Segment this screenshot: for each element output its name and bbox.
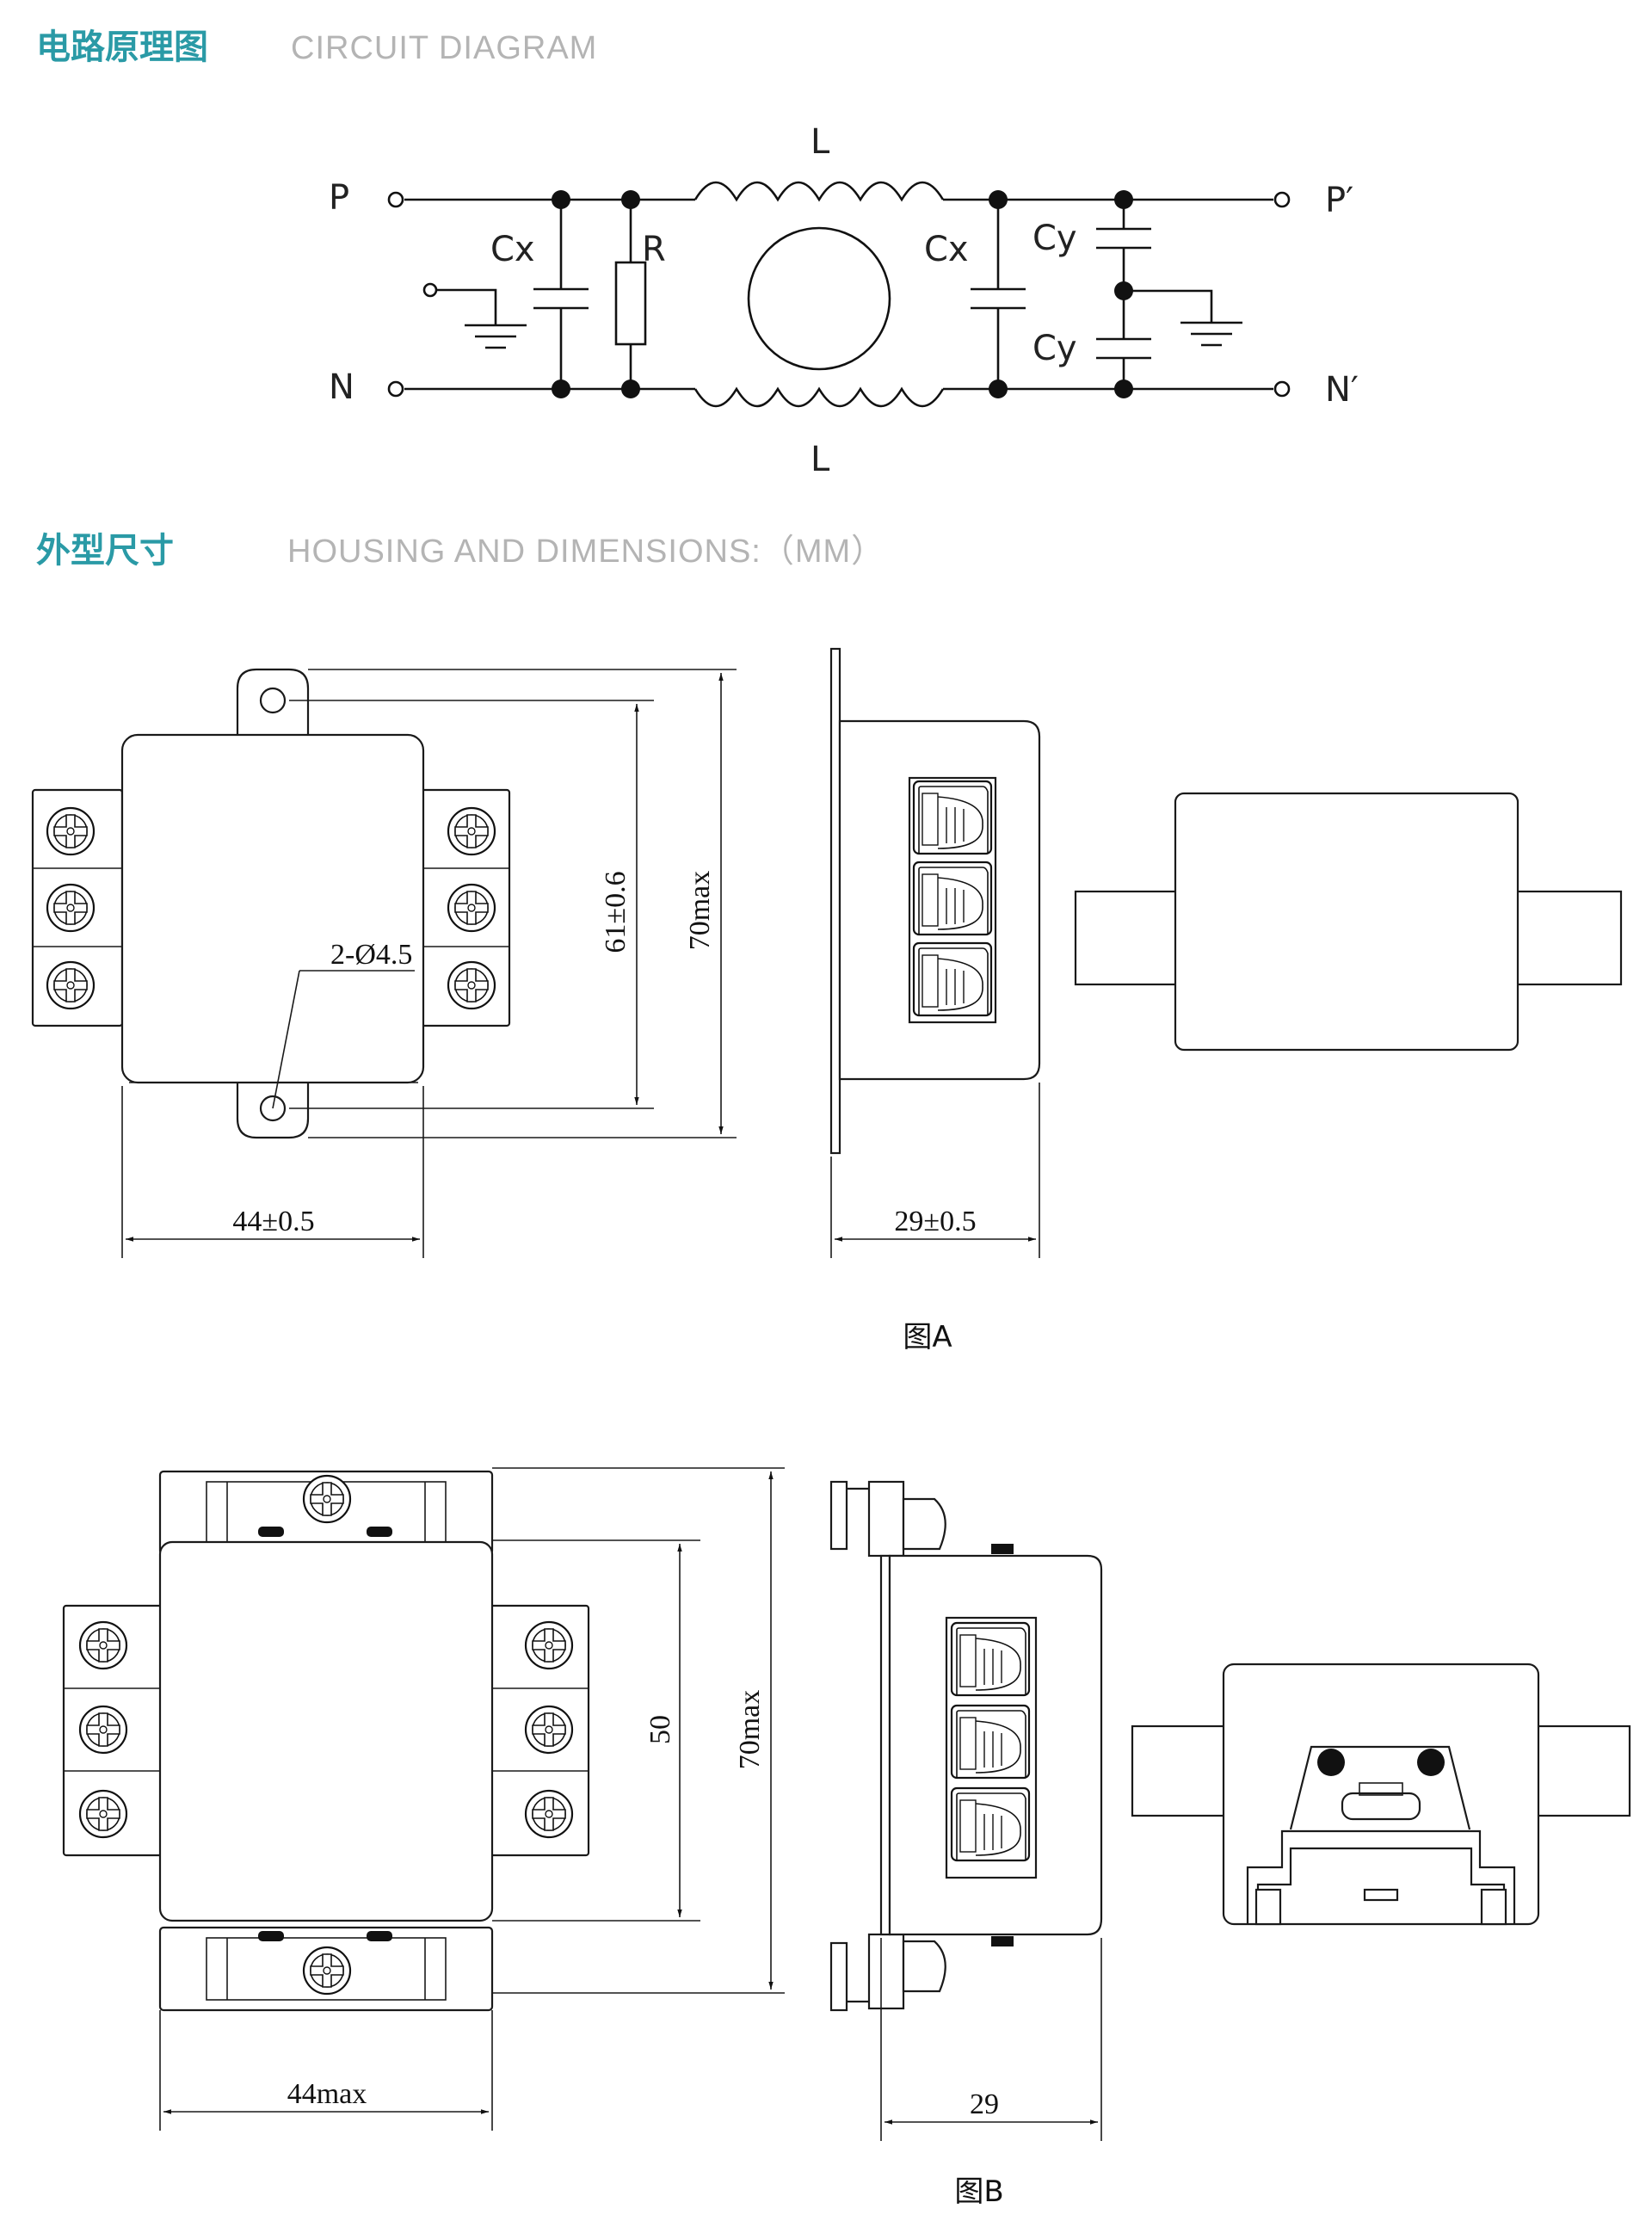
junction-dots	[552, 190, 1133, 398]
caption-figure-a: 图A	[903, 1320, 952, 1354]
choke-core	[747, 226, 891, 371]
top-rail-wire	[404, 181, 1273, 202]
resistor-r	[614, 200, 647, 389]
hole-label: 2-Ø4.5	[330, 939, 412, 971]
figure-b-end-view	[1131, 1663, 1631, 1926]
terminal-n	[387, 380, 404, 398]
label-n: N	[329, 367, 354, 407]
label-n-out: N′	[1325, 370, 1359, 410]
figure-a-end-view	[1074, 792, 1623, 1052]
label-p-out: P′	[1325, 181, 1353, 220]
figure-b-height-dims: 50 70max	[492, 1467, 785, 1994]
dim-depth-b: 29	[970, 2088, 999, 2120]
label-l-top: L	[811, 122, 830, 162]
dim-height-b: 70max	[734, 1690, 766, 1770]
label-cy-bottom: Cy	[1032, 329, 1077, 368]
figure-a-height-dims: 61±0.6 70max	[289, 669, 737, 1138]
dim-hole-pitch: 61±0.6	[600, 871, 632, 953]
housing-title-en: HOUSING AND DIMENSIONS:（MM）	[287, 534, 885, 570]
caption-figure-b: 图B	[954, 2175, 1003, 2209]
dim-width-a: 44±0.5	[232, 1206, 314, 1237]
label-r: R	[642, 230, 666, 269]
dim-body-height-b: 50	[644, 1715, 676, 1744]
dim-width-b: 44max	[287, 2078, 367, 2110]
terminal-p-out	[1273, 191, 1291, 208]
figure-a: 2-Ø4.5 61±0.6 70max 44±0.5	[31, 647, 1623, 1354]
ground-input	[422, 282, 528, 349]
capacitor-cx-right	[971, 200, 1026, 389]
figure-b: 50 70max 44max	[62, 1467, 1631, 2209]
figure-b-width-dim: 44max	[159, 2010, 493, 2131]
housing-title-cn: 外型尺寸	[36, 531, 174, 571]
figure-a-side-view: 29±0.5	[829, 647, 1041, 1258]
dim-height-a: 70max	[684, 871, 716, 951]
figure-a-front-view: 2-Ø4.5	[31, 668, 511, 1139]
capacitor-cx-left	[533, 200, 589, 389]
dim-depth-a: 29±0.5	[894, 1206, 976, 1237]
label-cx-left: Cx	[490, 230, 535, 269]
label-l-bottom: L	[811, 440, 830, 479]
label-cy-top: Cy	[1032, 219, 1077, 258]
circuit-diagram: P N P′ N′ L L Cx R Cx Cy Cy	[329, 122, 1359, 479]
circuit-title-en: CIRCUIT DIAGRAM	[291, 30, 597, 66]
label-p: P	[329, 178, 349, 218]
terminal-p	[387, 191, 404, 208]
bottom-rail-wire	[404, 386, 1273, 408]
figure-b-front-view	[62, 1470, 590, 2012]
circuit-title-cn: 电路原理图	[36, 28, 208, 67]
figure-b-side-view: 29	[829, 1480, 1103, 2141]
label-cx-right: Cx	[924, 230, 969, 269]
figure-a-width-dim: 44±0.5	[121, 1086, 424, 1258]
terminal-n-out	[1273, 380, 1291, 398]
